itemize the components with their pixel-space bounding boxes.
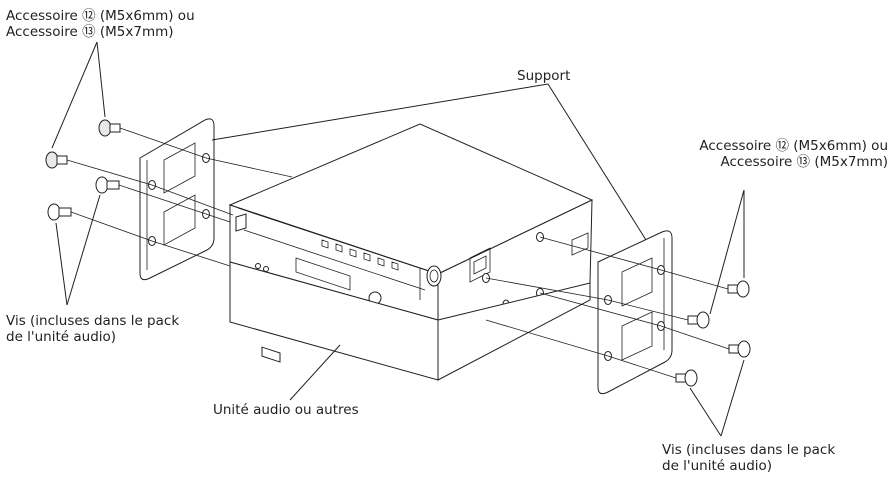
- support-label: Support: [517, 68, 570, 84]
- screws-label-line-2: de l'unité audio): [662, 458, 773, 474]
- accessory-label-line-2: Accessoire ⑬ (M5x7mm): [720, 154, 888, 170]
- accessory-label-top-left: Accessoire ⑫ (M5x6mm) ou Accessoire ⑬ (M…: [6, 8, 195, 40]
- screw-right-4: [675, 369, 698, 387]
- lower-box: [229, 261, 591, 381]
- screws-label-line-2: de l'unité audio): [6, 329, 117, 345]
- screws-label-line-1: Vis (incluses dans le pack: [6, 313, 180, 329]
- screws-label-right: Vis (incluses dans le pack de l'unité au…: [662, 442, 835, 474]
- screw-left-1: [98, 119, 121, 137]
- support-label-text: Support: [517, 68, 571, 84]
- left-bracket: [139, 118, 215, 281]
- audio-unit-label: Unité audio ou autres: [213, 402, 359, 418]
- screw-left-4: [47, 203, 72, 221]
- screws-label-line-1: Vis (incluses dans le pack: [662, 442, 836, 458]
- assembly-lines: [66, 127, 730, 379]
- right-bracket: [597, 230, 673, 395]
- screw-right-3: [728, 340, 751, 358]
- screw-right-1: [727, 280, 750, 298]
- screw-right-2: [687, 311, 710, 329]
- audio-unit-label-text: Unité audio ou autres: [213, 402, 359, 418]
- screw-left-2: [45, 151, 68, 169]
- accessory-label-line-1: Accessoire ⑫ (M5x6mm) ou: [699, 138, 888, 154]
- screws-label-left: Vis (incluses dans le pack de l'unité au…: [6, 313, 179, 345]
- leader-lines: [51, 41, 745, 437]
- accessory-label-right: Accessoire ⑫ (M5x6mm) ou Accessoire ⑬ (M…: [660, 138, 888, 170]
- accessory-label-line-1: Accessoire ⑫ (M5x6mm) ou: [6, 8, 195, 24]
- accessory-label-line-2: Accessoire ⑬ (M5x7mm): [6, 24, 174, 40]
- screw-left-3: [95, 176, 120, 194]
